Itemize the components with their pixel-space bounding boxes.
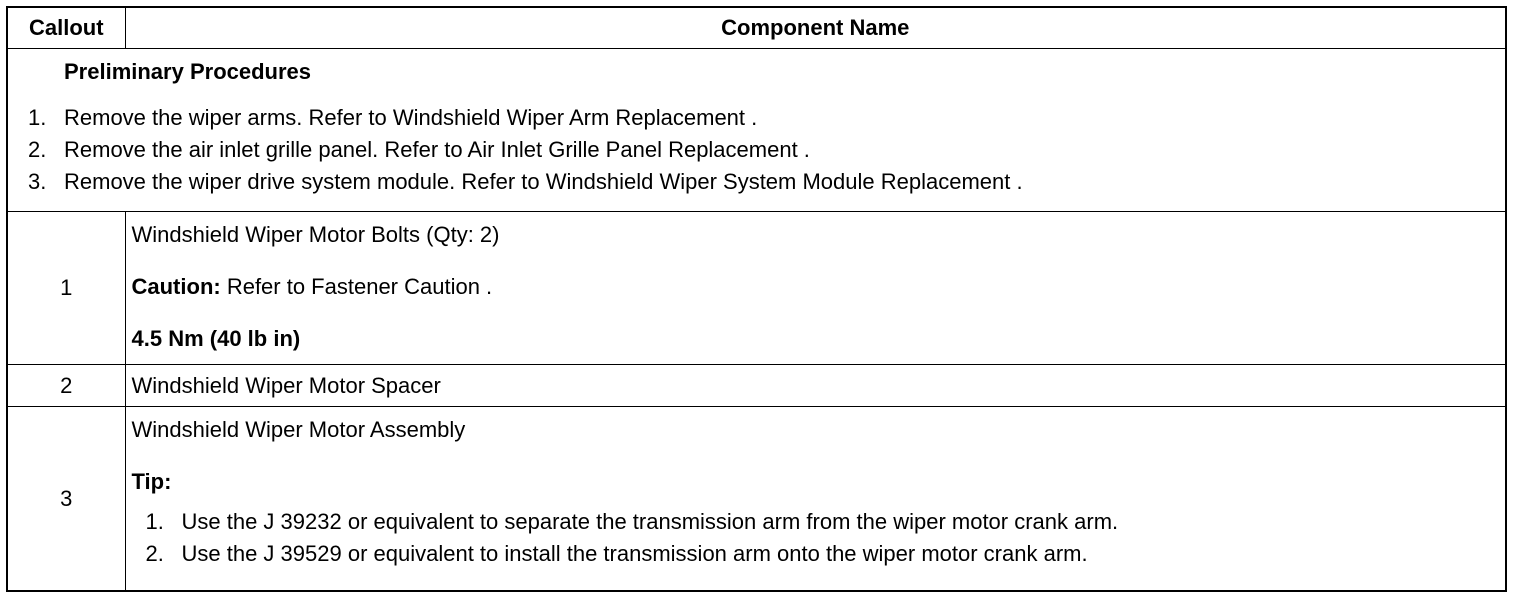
list-item: 1.Remove the wiper arms. Refer to Windsh… <box>28 105 758 130</box>
caution-text: Refer to Fastener Caution . <box>220 274 493 299</box>
tip-text: Use the J 39232 or equivalent to separat… <box>181 509 1119 534</box>
component-name-header: Component Name <box>124 6 1507 49</box>
list-item: 3.Remove the wiper drive system module. … <box>28 169 1023 194</box>
tip-list: 1.Use the J 39232 or equivalent to separ… <box>132 509 1498 567</box>
step-text: Remove the wiper arms. Refer to Windshie… <box>64 105 758 130</box>
header-row: Callout Component Name <box>6 6 1507 49</box>
step-text: Remove the air inlet grille panel. Refer… <box>64 137 810 162</box>
tip-text: Use the J 39529 or equivalent to install… <box>181 541 1088 566</box>
callout-cell: 1 <box>6 211 126 365</box>
component-cell: Windshield Wiper Motor Spacer <box>124 364 1507 407</box>
list-item: 2.Use the J 39529 or equivalent to insta… <box>145 541 1088 566</box>
table-row: 2 Windshield Wiper Motor Spacer <box>6 364 1507 407</box>
list-item: 2.Remove the air inlet grille panel. Ref… <box>28 137 810 162</box>
component-name: Windshield Wiper Motor Bolts (Qty: 2) <box>131 222 500 247</box>
component-table: Callout Component Name Preliminary Proce… <box>6 6 1507 592</box>
component-name: Windshield Wiper Motor Assembly <box>131 417 466 442</box>
preliminary-title: Preliminary Procedures <box>64 59 312 84</box>
table-row: 3 Windshield Wiper Motor Assembly Tip: 1… <box>6 406 1507 592</box>
table-row: 1 Windshield Wiper Motor Bolts (Qty: 2) … <box>6 211 1507 365</box>
callout-cell: 2 <box>6 364 126 407</box>
tip-label: Tip: <box>131 469 172 494</box>
component-cell: Windshield Wiper Motor Bolts (Qty: 2) Ca… <box>124 211 1507 365</box>
list-item: 1.Use the J 39232 or equivalent to separ… <box>145 509 1119 534</box>
step-text: Remove the wiper drive system module. Re… <box>64 169 1023 194</box>
caution-line: Caution: Refer to Fastener Caution . <box>132 274 1498 300</box>
component-cell: Windshield Wiper Motor Assembly Tip: 1.U… <box>124 406 1507 592</box>
preliminary-steps: 1.Remove the wiper arms. Refer to Windsh… <box>28 105 1497 195</box>
preliminary-row: Preliminary Procedures 1.Remove the wipe… <box>6 48 1507 212</box>
callout-header: Callout <box>6 6 126 49</box>
torque-spec: 4.5 Nm (40 lb in) <box>131 326 301 351</box>
preliminary-cell: Preliminary Procedures 1.Remove the wipe… <box>6 48 1507 212</box>
callout-cell: 3 <box>6 406 126 592</box>
component-name: Windshield Wiper Motor Spacer <box>131 372 441 398</box>
caution-label: Caution: <box>131 274 221 299</box>
